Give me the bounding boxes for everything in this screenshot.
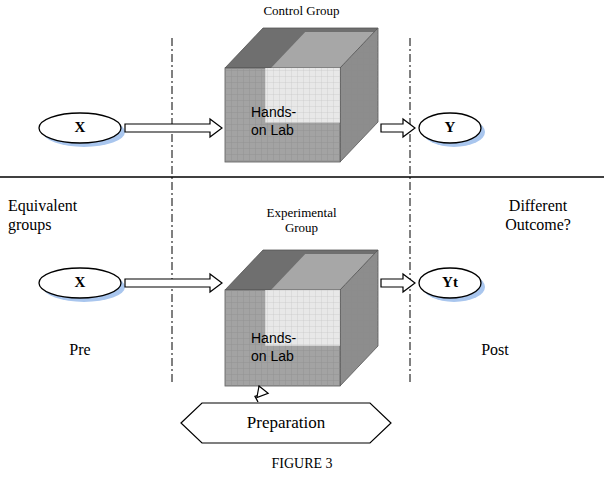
- lab-cube: Experimental GroupHands- on Lab: [225, 206, 378, 386]
- figure-caption: FIGURE 3: [0, 456, 604, 473]
- variable-label: Yt: [418, 274, 482, 291]
- flow-arrow: [125, 119, 222, 137]
- phase-label: Pre: [40, 340, 120, 359]
- variable-ellipse: Yt: [418, 267, 482, 299]
- variable-label: X: [38, 119, 122, 136]
- phase-label: Post: [455, 340, 535, 359]
- variable-ellipse: X: [38, 267, 122, 299]
- group-separator: [0, 176, 604, 178]
- variable-label: Y: [418, 119, 482, 136]
- flow-arrow: [125, 274, 222, 292]
- variable-label: X: [38, 274, 122, 291]
- lab-label: Hands- on Lab: [251, 103, 313, 139]
- variable-ellipse: Y: [418, 112, 482, 144]
- flow-arrow: [381, 274, 415, 292]
- group-heading: Experimental Group: [256, 206, 348, 236]
- question-note: Different Outcome?: [486, 196, 590, 234]
- group-heading: Control Group: [225, 4, 378, 19]
- group-note: Equivalent groups: [8, 196, 100, 234]
- flow-arrow: [255, 386, 268, 402]
- phase-divider: [172, 38, 173, 382]
- phase-divider: [410, 38, 411, 382]
- lab-cube: Control GroupHands- on Lab: [225, 4, 378, 162]
- cube-illustration: [225, 4, 378, 162]
- variable-ellipse: X: [38, 112, 122, 144]
- step-label: Preparation: [180, 413, 392, 433]
- preparation-hexagon: Preparation: [180, 402, 392, 444]
- lab-label: Hands- on Lab: [251, 329, 313, 365]
- flow-arrow: [381, 119, 415, 137]
